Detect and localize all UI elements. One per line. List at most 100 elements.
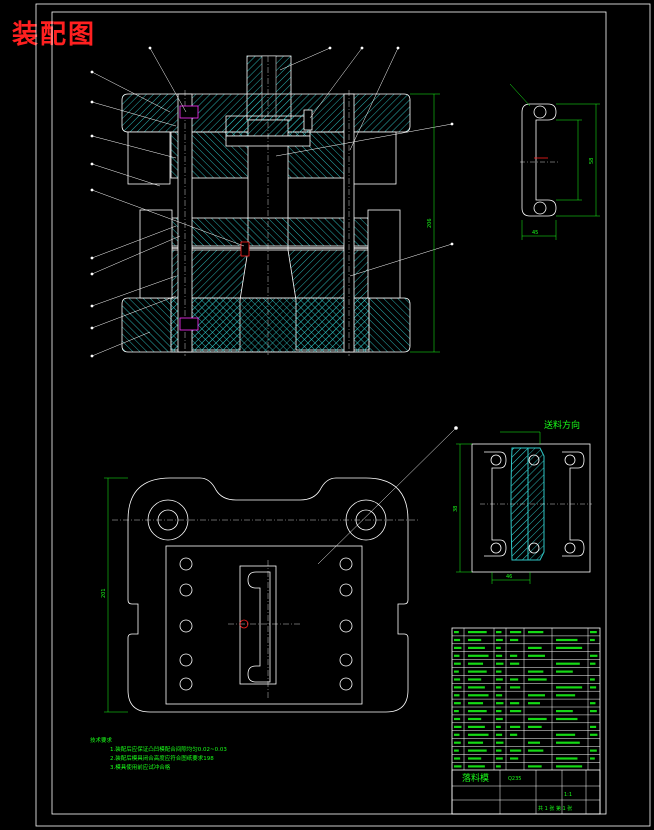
- parts-list-cell-text: [510, 757, 519, 760]
- outer-frame: [35, 3, 651, 827]
- parts-list-cell-text: [590, 686, 597, 689]
- part-height-dim: 58: [589, 158, 595, 164]
- parts-list-cell-text: [510, 710, 522, 713]
- strip-pitch-dim: 46: [506, 574, 512, 580]
- parts-list-cell-text: [556, 662, 580, 665]
- parts-list-cell-text: [468, 741, 484, 744]
- parts-list-cell-text: [468, 717, 482, 721]
- main-section-view: 206: [90, 46, 454, 358]
- plan-view: 201: [101, 426, 458, 713]
- parts-list-cell-text: [510, 631, 522, 634]
- feed-direction-label: 送料方向: [544, 419, 580, 431]
- parts-list-table: 落料模 Q235 1:1 共 1 张 第 1 张: [451, 627, 601, 815]
- parts-list-cell-text: [496, 741, 504, 744]
- parts-list-cell-text: [556, 710, 573, 713]
- parts-list-cell-text: [496, 725, 501, 728]
- parts-list-cell-text: [468, 646, 485, 649]
- parts-list-cell-text: [590, 638, 595, 642]
- inner-frame: [51, 11, 607, 815]
- parts-list-cell-text: [556, 733, 576, 736]
- tech-line-1: 1.装配后应保证凸凹模配合间隙均匀0.02~0.03: [110, 745, 227, 753]
- parts-list-cell-text: [590, 733, 598, 736]
- parts-list-cell-text: [454, 678, 461, 681]
- parts-list-cell-text: [590, 702, 596, 705]
- strip-height-dim: 38: [453, 506, 459, 512]
- parts-list-cell-text: [496, 717, 503, 721]
- parts-list-cell-text: [528, 725, 542, 728]
- parts-list-cell-text: [556, 765, 583, 768]
- parts-list-cell-text: [468, 710, 487, 713]
- parts-list-cell-text: [454, 686, 462, 689]
- parts-list-cell-text: [454, 717, 461, 721]
- parts-list-cell-text: [556, 717, 578, 721]
- parts-list-cell-text: [528, 654, 545, 657]
- title-block-sheet: 共 1 张 第 1 张: [538, 805, 572, 812]
- parts-list-cell-text: [590, 662, 596, 665]
- parts-list-cell-text: [468, 670, 487, 673]
- parts-list-cell-text: [454, 733, 460, 736]
- title-block-name: 落料模: [462, 772, 489, 784]
- parts-list-cell-text: [468, 631, 487, 634]
- parts-list-cell-text: [468, 725, 485, 728]
- tech-line-3: 3.模具使用前应试冲合格: [110, 763, 171, 771]
- parts-list-cell-text: [510, 678, 519, 681]
- parts-list-cell-text: [468, 733, 489, 736]
- parts-list-cell-text: [510, 654, 518, 657]
- part-width-dim: 45: [532, 230, 538, 236]
- parts-list-cell-text: [454, 702, 461, 705]
- parts-list-cell-text: [528, 670, 544, 673]
- title-block-material: Q235: [508, 776, 521, 782]
- parts-list-cell-text: [590, 710, 597, 713]
- parts-list-cell-text: [556, 741, 580, 744]
- parts-list-cell-text: [496, 749, 502, 752]
- parts-list-cell-text: [496, 631, 502, 634]
- total-height-dim: 206: [427, 218, 433, 228]
- parts-list-cell-text: [556, 757, 578, 760]
- parts-list-cell-text: [468, 638, 482, 642]
- parts-list-cell-text: [590, 749, 597, 752]
- parts-list-cell-text: [454, 725, 462, 728]
- parts-list-cell-text: [496, 702, 504, 705]
- parts-list-cell-text: [556, 670, 573, 673]
- parts-list-cell-text: [496, 638, 503, 642]
- parts-list-cell-text: [510, 662, 520, 665]
- parts-list-cell-text: [454, 662, 461, 665]
- parts-list-cell-text: [590, 725, 597, 728]
- parts-list-cell-text: [454, 631, 459, 634]
- parts-list-cell-text: [528, 741, 540, 744]
- parts-list-cell-text: [528, 702, 540, 705]
- parts-list-cell-text: [454, 638, 461, 642]
- strip-layout-view: 38 46 送料方向: [453, 419, 592, 584]
- parts-list-cell-text: [468, 662, 484, 665]
- parts-list-cell-text: [496, 654, 503, 657]
- parts-list-cell-text: [528, 765, 542, 768]
- title-block-scale: 1:1: [564, 792, 572, 798]
- parts-list-cell-text: [556, 694, 576, 697]
- parts-list-cell-text: [510, 702, 520, 705]
- parts-list-cell-text: [528, 678, 547, 681]
- parts-list-cell-text: [496, 765, 501, 768]
- parts-list-cell-text: [590, 757, 595, 760]
- parts-list-cell-text: [590, 678, 595, 681]
- parts-list-cell-text: [556, 686, 583, 689]
- parts-list-cell-text: [468, 702, 484, 705]
- parts-list-cell-text: [510, 686, 521, 689]
- parts-list-cell-text: [496, 646, 501, 649]
- parts-list-cell-text: [454, 646, 462, 649]
- parts-list-cell-text: [454, 654, 460, 657]
- parts-list-cell-text: [496, 710, 502, 713]
- tech-line-2: 2.装配后模具闭合高度应符合图纸要求198: [110, 754, 214, 762]
- parts-list-cell-text: [528, 646, 542, 649]
- parts-list-cell-text: [510, 749, 522, 752]
- parts-list-cell-text: [496, 662, 504, 665]
- parts-list-cell-text: [454, 757, 461, 760]
- drawing-title: 装配图: [12, 20, 97, 50]
- parts-list-cell-text: [468, 749, 487, 752]
- parts-list-cell-text: [556, 638, 578, 642]
- parts-list-cell-text: [496, 694, 503, 697]
- parts-list-cell-text: [468, 765, 485, 768]
- parts-list-cell-text: [454, 741, 461, 744]
- parts-list-cell-text: [510, 638, 519, 642]
- parts-list-cell-text: [468, 694, 489, 697]
